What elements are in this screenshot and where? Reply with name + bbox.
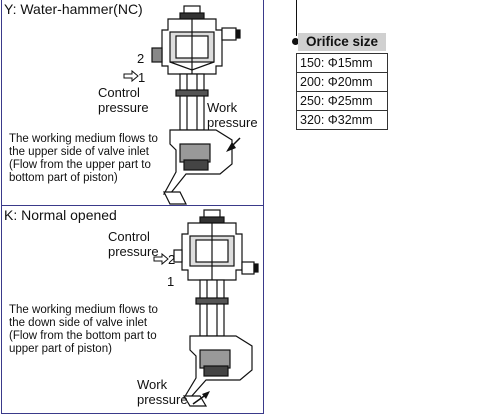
- control-pressure-label-line1: Control: [108, 229, 150, 244]
- work-pressure-arrow-icon: [192, 391, 210, 405]
- panel-k-description-line2: the down side of valve inlet: [9, 317, 148, 329]
- orifice-size-title: Orifice size: [298, 33, 386, 51]
- control-pressure-label-line2: pressure: [98, 100, 149, 115]
- control-pressure-label-line1: Control: [98, 85, 140, 100]
- leader-line: [296, 0, 297, 36]
- panel-y-description-line2: the upper side of valve inlet: [9, 146, 150, 158]
- control-arrow-icon: [123, 69, 139, 83]
- work-pressure-label-line2: pressure: [137, 392, 188, 407]
- valve-diagram-y: [151, 5, 241, 205]
- panel-k-description-line1: The working medium flows to: [9, 304, 158, 316]
- panel-k-description-line3: (Flow from the bottom part to: [9, 330, 157, 342]
- valve-diagram-k: [173, 209, 259, 407]
- control-arrow-icon: [153, 252, 169, 266]
- panel-k-title: K: Normal opened: [4, 207, 117, 223]
- port-2-label: 2: [137, 51, 145, 66]
- panel-y-description-line4: bottom part of piston): [9, 172, 118, 184]
- work-pressure-label-line1: Work: [137, 377, 168, 392]
- orifice-row: 320: Φ32mm: [300, 113, 373, 127]
- port-2-label: 2: [168, 252, 176, 267]
- panel-y-title: Y: Water-hammer(NC): [4, 1, 143, 17]
- orifice-size-table: 150: Φ15mm 200: Φ20mm 250: Φ25mm 320: Φ3…: [296, 53, 388, 130]
- panel-y-description-line3: (Flow from the upper part to: [9, 159, 151, 171]
- control-pressure-label-line2: pressure: [108, 244, 159, 259]
- work-pressure-label-line2: pressure: [207, 115, 258, 130]
- orifice-row: 250: Φ25mm: [297, 92, 387, 111]
- port-1-label: 1: [138, 70, 146, 85]
- panel-y-description-line1: The working medium flows to: [9, 133, 158, 145]
- orifice-row: 150: Φ15mm: [297, 54, 387, 73]
- work-pressure-label-line1: Work: [207, 100, 238, 115]
- port-1-label: 1: [167, 274, 175, 289]
- panel-k-description-line4: upper part of piston): [9, 343, 112, 355]
- bullet-dot: [292, 38, 299, 45]
- orifice-row: 200: Φ20mm: [297, 73, 387, 92]
